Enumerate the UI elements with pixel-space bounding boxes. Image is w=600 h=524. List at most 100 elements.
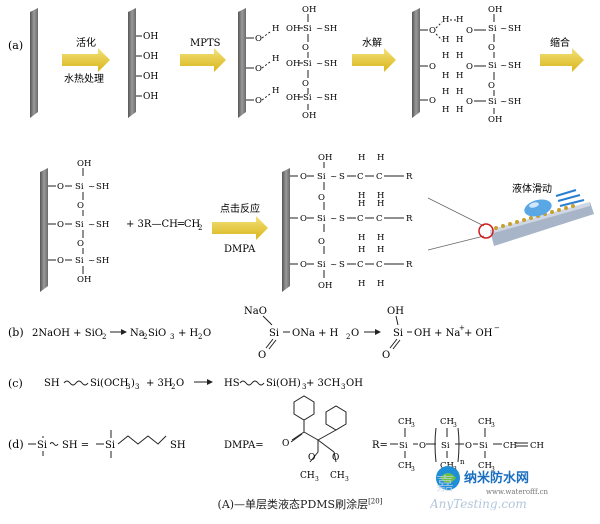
svg-text:2: 2 — [102, 333, 106, 341]
hydroxyl-group: OH OH OH OH — [136, 32, 158, 102]
svg-text:O: O — [300, 172, 307, 182]
row-d-definitions: (d) Si SH = Si SH DMPA= O O O C — [8, 395, 544, 483]
substrate-plate-6 — [282, 168, 290, 292]
svg-text:Si: Si — [488, 24, 497, 34]
svg-text:SH: SH — [324, 24, 337, 34]
svg-text:C: C — [376, 260, 383, 270]
svg-text:H: H — [377, 199, 384, 209]
svg-text:O: O — [488, 81, 495, 91]
svg-text:C: C — [357, 172, 364, 182]
svg-text:H: H — [442, 71, 449, 81]
svg-text:Si: Si — [479, 441, 488, 451]
svg-text:3: 3 — [341, 383, 345, 391]
svg-text:C: C — [357, 260, 364, 270]
svg-text:OH: OH — [302, 111, 316, 121]
motion-lines — [555, 189, 585, 207]
svg-text:O: O — [429, 62, 436, 72]
svg-text:~: ~ — [316, 93, 323, 103]
svg-text:H: H — [442, 87, 449, 97]
svg-text:Si: Si — [37, 440, 47, 451]
arrow-label-mpts: MPTS — [190, 38, 221, 49]
svg-text:O: O — [429, 26, 436, 36]
svg-text:3: 3 — [491, 466, 495, 473]
svg-text:Si: Si — [303, 24, 312, 34]
svg-text:SH: SH — [96, 220, 109, 230]
svg-text:OH: OH — [488, 5, 502, 15]
svg-text:S: S — [339, 172, 345, 182]
row-b-equations: (b) 2NaOH + SiO 2 Na 2 SiO 3 + H 2 O NaO… — [8, 306, 500, 361]
svg-text:OH: OH — [346, 378, 363, 389]
svg-text:~: ~ — [88, 220, 95, 230]
svg-text:O: O — [465, 441, 472, 451]
svg-text:SH =: SH = — [62, 440, 89, 451]
svg-text:O: O — [57, 256, 64, 266]
svg-text:Si: Si — [488, 61, 497, 71]
svg-text:SH: SH — [508, 61, 521, 71]
svg-text:Si: Si — [303, 59, 312, 69]
arrow-label-click: 点击反应 — [220, 202, 260, 215]
row-d-label: (d) — [8, 438, 24, 451]
substrate-plate-1 — [30, 8, 38, 118]
svg-text:Si: Si — [75, 256, 84, 266]
svg-text:Si(OH): Si(OH) — [266, 378, 301, 389]
watermark-url: www.waterofff.cn — [486, 488, 549, 496]
svg-text:O: O — [466, 97, 473, 107]
arrow-label-dmpa: DMPA — [224, 244, 256, 255]
svg-text:H: H — [358, 153, 365, 163]
svg-text:O: O — [77, 201, 84, 211]
svg-text:O: O — [466, 62, 473, 72]
svg-text:CH: CH — [503, 441, 517, 451]
svg-text:3: 3 — [453, 422, 457, 429]
svg-text:+ 3H: + 3H — [146, 378, 173, 389]
svg-text:R: R — [406, 214, 413, 224]
svg-text:2NaOH + SiO: 2NaOH + SiO — [32, 328, 103, 339]
svg-text:H: H — [456, 51, 463, 61]
svg-text:OH: OH — [143, 72, 158, 82]
svg-text:2: 2 — [171, 383, 175, 391]
svg-text:Si: Si — [269, 328, 279, 339]
svg-text:SH: SH — [324, 59, 337, 69]
svg-text:O: O — [419, 441, 426, 451]
svg-text:O: O — [258, 350, 266, 361]
svg-text:O: O — [318, 193, 325, 203]
caption-text: (A)—单层类液态PDMS刷涂层 — [217, 498, 369, 511]
svg-text:H: H — [456, 71, 463, 81]
svg-text:S: S — [339, 214, 345, 224]
svg-text:H: H — [358, 279, 365, 289]
svg-text:O: O — [308, 453, 315, 463]
substrate-plate-2 — [128, 8, 136, 118]
svg-text:HS: HS — [224, 378, 240, 389]
arrow-activation — [62, 48, 110, 72]
svg-text:O: O — [466, 26, 473, 36]
svg-text:H: H — [442, 51, 449, 61]
svg-text:Si: Si — [317, 172, 326, 182]
svg-text:CH: CH — [398, 417, 412, 427]
svg-text:~: ~ — [316, 24, 323, 34]
svg-text:OH: OH — [77, 159, 91, 169]
svg-text:SH: SH — [96, 256, 109, 266]
svg-text:OH: OH — [286, 93, 300, 103]
vinyl-reactant: + 3R—CH═CH 2 — [126, 219, 202, 232]
svg-text:O: O — [255, 96, 262, 106]
zoom-line-bottom — [427, 235, 485, 251]
liquid-slide-label: 液体滑动 — [512, 182, 552, 195]
svg-text:O: O — [57, 182, 64, 192]
svg-text:OH: OH — [143, 32, 158, 42]
mpts-adsorbed-structure: OH O H OH Si ~SH O O H OH Si ~SH O O H O… — [246, 5, 337, 121]
svg-text:H: H — [442, 105, 449, 115]
svg-text:H: H — [377, 233, 384, 243]
svg-text:H: H — [456, 15, 463, 25]
svg-text:~: ~ — [330, 214, 337, 224]
svg-text:CH: CH — [478, 417, 492, 427]
svg-text:OH: OH — [488, 115, 502, 125]
svg-text:O: O — [429, 96, 436, 106]
svg-text:C: C — [357, 214, 364, 224]
arrow-label-hydrolysis: 水解 — [362, 36, 382, 49]
svg-text:~: ~ — [500, 24, 507, 34]
arrow-mpts — [180, 48, 226, 72]
svg-text:H: H — [456, 87, 463, 97]
condensed-structure: OH O Si~SH O O Si~SH O O Si~SH OH — [48, 159, 109, 285]
